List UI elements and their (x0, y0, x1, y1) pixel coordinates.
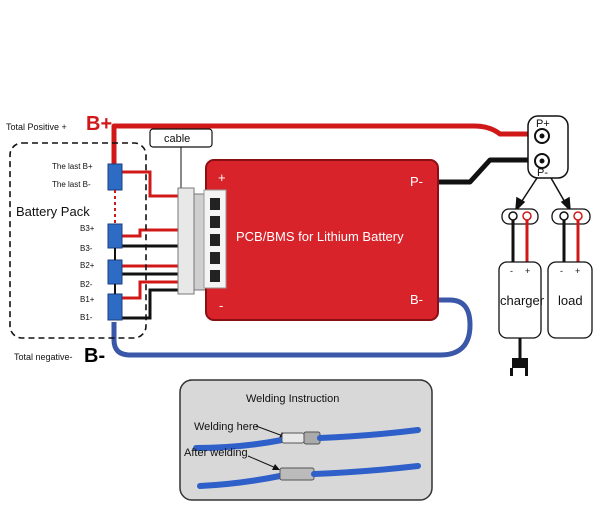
welding-title: Welding Instruction (246, 393, 339, 405)
label-total-positive: Total Positive + (6, 122, 67, 132)
cell-b3 (107, 223, 123, 249)
charger-minus-label: - (510, 266, 513, 276)
label-b-minus: B- (84, 345, 105, 367)
welding-instruction-panel: Welding Instruction Welding here After w… (179, 379, 433, 501)
label-battery-pack: Battery Pack (16, 204, 90, 219)
label-b2-plus: B2+ (80, 261, 95, 270)
terminal-p-minus-label: P- (537, 167, 548, 179)
wire-b-minus (111, 297, 473, 358)
pcb-minus-label: - (219, 298, 223, 313)
after-welding-label: After welding (184, 447, 248, 459)
label-b2-minus: B2- (80, 280, 93, 289)
pcb-title: PCB/BMS for Lithium Battery (236, 229, 404, 244)
label-total-negative: Total negative- (14, 352, 73, 362)
terminal-p-plus-label: P+ (536, 118, 550, 130)
label-b3-minus: B3- (80, 244, 93, 253)
battery-cells (107, 163, 123, 321)
label-b-plus: B+ (86, 113, 112, 135)
welding-here-label: Welding here (194, 421, 259, 433)
load-plus-label: + (575, 266, 580, 276)
charger-device: - + charger (498, 208, 545, 376)
label-b3-plus: B3+ (80, 224, 95, 233)
cable-label-box: cable (149, 128, 213, 190)
label-b1-minus: B1- (80, 313, 93, 322)
label-the-last-b-minus: The last B- (52, 180, 91, 189)
terminal-arrows (515, 177, 571, 212)
charger-plus-label: + (525, 266, 530, 276)
cell-b2 (107, 259, 123, 285)
load-minus-label: - (560, 266, 563, 276)
output-terminal: P+ P- (527, 115, 569, 179)
wire-b-plus (111, 123, 534, 166)
cell-last (107, 163, 123, 191)
label-cable: cable (164, 133, 190, 145)
pcb-p-minus-label: P- (410, 174, 423, 189)
plug-icon (510, 358, 528, 376)
label-the-last-b-plus: The last B+ (52, 162, 93, 171)
wire-after-weld (197, 463, 421, 489)
label-b1-plus: B1+ (80, 295, 95, 304)
pcb-b-minus-label: B- (410, 292, 423, 307)
wire-p-minus (438, 157, 536, 185)
pcb-connector-socket (203, 189, 227, 289)
wire-before-weld (193, 427, 421, 451)
load-label: load (558, 293, 583, 308)
charger-label: charger (500, 293, 545, 308)
cell-b1 (107, 293, 123, 321)
load-device: - + load (547, 208, 593, 339)
balance-wires (122, 170, 184, 320)
battery-pack-outline (9, 142, 147, 339)
pcb-plus-label: + (218, 170, 226, 185)
